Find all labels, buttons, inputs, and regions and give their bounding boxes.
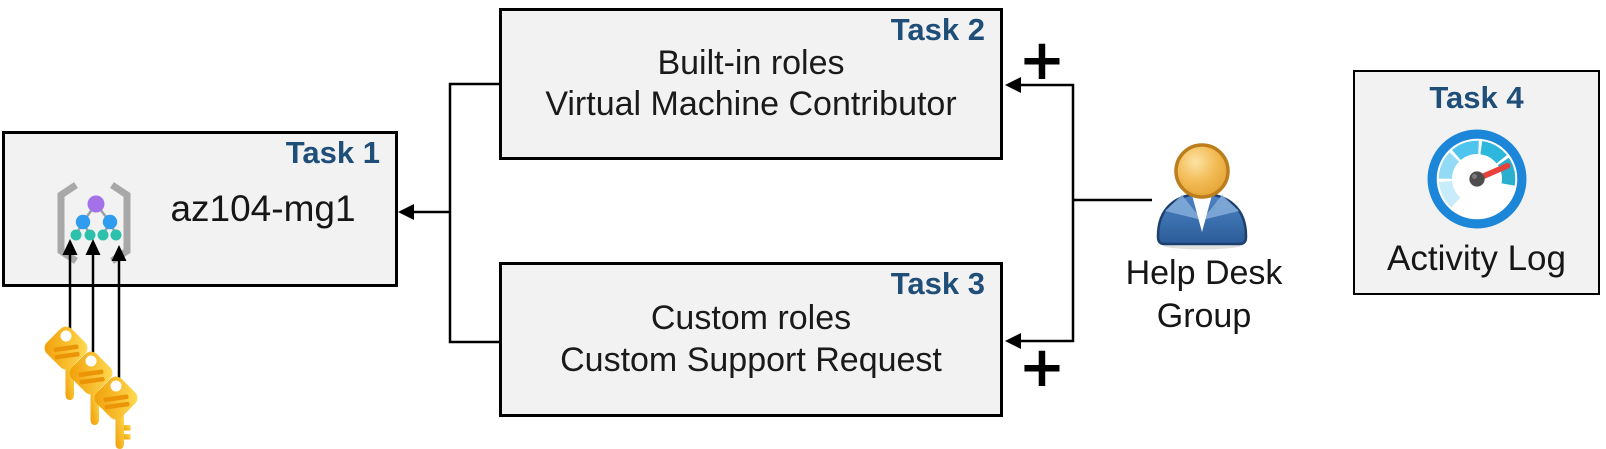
task4-caption: Activity Log	[1387, 239, 1566, 278]
actor-line1: Help Desk	[1125, 254, 1283, 292]
branch-to-tasks-2-3	[398, 82, 505, 344]
help-desk-group-label: Help Desk Group	[1106, 252, 1302, 337]
task2-text: Built-in roles Virtual Machine Contribut…	[502, 11, 1000, 157]
task3-line2: Custom Support Request	[560, 340, 942, 379]
keys-icon	[44, 326, 138, 449]
task4-box: Task 4 Activity Log	[1353, 70, 1600, 295]
user-icon	[1156, 143, 1248, 250]
gauge-hub	[1468, 171, 1485, 187]
management-group-icon	[57, 182, 131, 264]
task4-label: Task 4	[1429, 80, 1524, 115]
gauge-icon	[1427, 129, 1526, 229]
plus-sign-task2: +	[1018, 28, 1066, 93]
actor-line2: Group	[1156, 296, 1252, 335]
task2-label: Task 2	[890, 12, 985, 47]
task1-box: Task 1 az104-mg1	[2, 131, 398, 287]
gauge-segments	[1438, 140, 1515, 208]
task2-box: Task 2 Built-in roles Virtual Machine Co…	[499, 8, 1003, 160]
task3-box: Task 3 Custom roles Custom Support Reque…	[499, 262, 1003, 417]
task3-label: Task 3	[890, 266, 985, 301]
arrowhead-into-task1	[398, 204, 414, 220]
task2-line2: Virtual Machine Contributor	[545, 85, 957, 123]
key-3	[94, 376, 138, 449]
person-lapel-left	[1165, 195, 1202, 220]
task1-label: Task 1	[285, 135, 380, 170]
person-collar	[1192, 195, 1212, 232]
gauge-hub-highlight	[1471, 173, 1477, 179]
task3-text: Custom roles Custom Support Request	[502, 265, 1000, 414]
mg-tree-nodes	[70, 195, 122, 241]
person-lapel-right	[1202, 195, 1239, 220]
plus-sign-task3: +	[1018, 335, 1066, 400]
management-group-name: az104-mg1	[170, 188, 356, 229]
person-head	[1174, 143, 1230, 199]
task2-line1: Built-in roles	[657, 43, 845, 82]
task3-line1: Custom roles	[650, 299, 852, 338]
